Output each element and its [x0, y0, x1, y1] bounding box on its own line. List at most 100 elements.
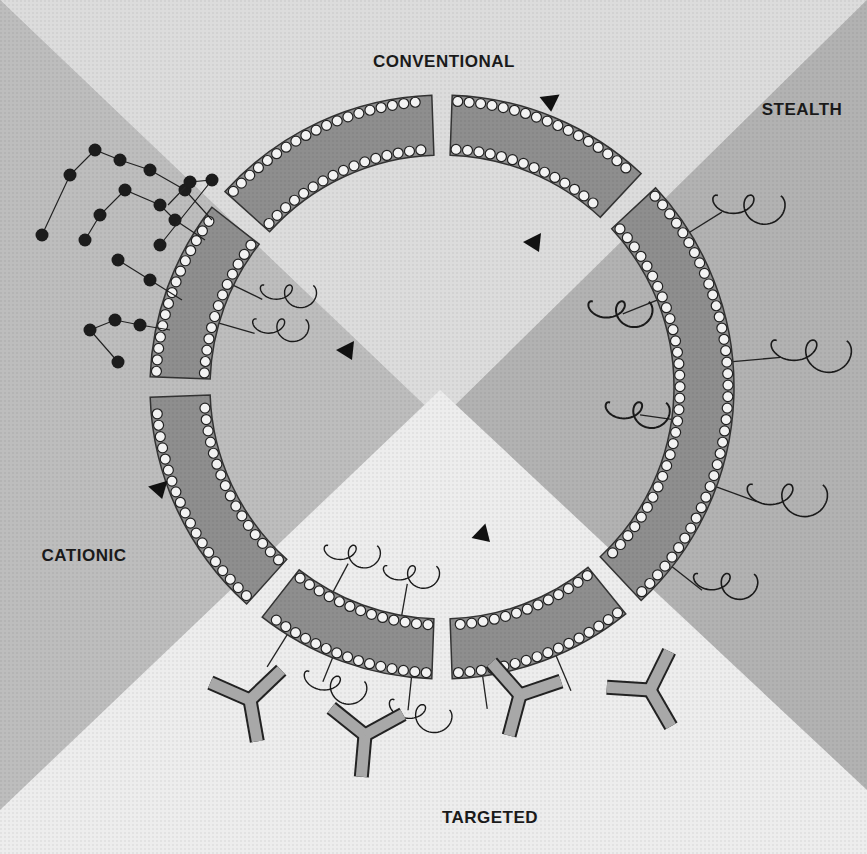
lipid-head	[152, 355, 162, 365]
lipid-head	[474, 147, 484, 157]
lipid-head	[467, 618, 477, 628]
lipid-head	[311, 639, 321, 649]
lipid-head	[615, 540, 625, 550]
cationic-charge	[112, 254, 125, 267]
lipid-head	[630, 522, 640, 532]
lipid-head	[171, 487, 181, 497]
bilayer-segment	[150, 395, 287, 604]
lipid-head	[360, 157, 370, 167]
lipid-head	[186, 246, 196, 256]
lipid-head	[212, 459, 222, 469]
lipid-head	[207, 323, 217, 333]
lipid-head	[180, 508, 190, 518]
tether-line	[333, 564, 348, 592]
lipid-head	[678, 228, 688, 238]
lipid-head	[204, 216, 214, 226]
bilayer-texture	[262, 570, 434, 679]
bilayer-segment	[225, 95, 434, 232]
lipid-head	[160, 454, 170, 464]
lipid-head	[265, 547, 275, 557]
lipid-head	[704, 279, 714, 289]
lipid-head	[203, 426, 213, 436]
lipid-head	[387, 664, 397, 674]
lipid-head	[670, 336, 680, 346]
lipid-head	[389, 615, 399, 625]
cationic-charge	[79, 234, 92, 247]
lipid-head	[642, 261, 652, 271]
lipid-head	[199, 368, 209, 378]
lipid-head	[665, 314, 675, 324]
lipid-head	[642, 502, 652, 512]
lipid-head	[550, 172, 560, 182]
lipid-head	[222, 279, 232, 289]
cationic-charge	[144, 164, 157, 177]
lipid-head	[675, 393, 685, 403]
lipid-head	[622, 233, 632, 243]
lipid-head	[721, 346, 731, 356]
antibody-arm	[520, 672, 561, 704]
lipid-head	[583, 136, 593, 146]
antibody-arm-outline	[329, 708, 367, 735]
lipid-head	[404, 146, 414, 156]
antibody-arm	[250, 700, 257, 741]
lipid-head	[236, 178, 246, 188]
lipid-head	[689, 248, 699, 258]
lipid-head	[615, 224, 625, 234]
antibody	[607, 651, 702, 744]
lipid-head	[650, 191, 660, 201]
lipid-head	[411, 619, 421, 629]
lipid-head	[421, 668, 431, 678]
lipid-head	[272, 210, 282, 220]
lipid-head	[584, 627, 594, 637]
polymer-coil	[713, 195, 785, 224]
lipid-head	[185, 518, 195, 528]
lipid-head	[648, 271, 658, 281]
lipid-head	[356, 606, 366, 616]
antibody	[474, 663, 561, 745]
lipid-head	[200, 403, 210, 413]
lipid-head	[152, 409, 162, 419]
lipid-head	[553, 120, 563, 130]
lipid-head	[476, 99, 486, 109]
lipid-head	[686, 523, 696, 533]
lipid-head	[463, 145, 473, 155]
cationic-charge	[119, 184, 132, 197]
lipid-head	[264, 219, 274, 229]
lipid-head	[721, 415, 731, 425]
lipid-head	[653, 482, 663, 492]
lipid-head	[382, 150, 392, 160]
lipid-head	[262, 156, 272, 166]
lipid-head	[701, 492, 711, 502]
lipid-head	[720, 426, 730, 436]
lipid-head	[393, 148, 403, 158]
cationic-charge	[154, 199, 167, 212]
bilayer-texture	[225, 95, 434, 232]
lipid-head	[239, 249, 249, 259]
lipid-head	[709, 471, 719, 481]
lipid-head	[233, 583, 243, 593]
bilayer-segment	[450, 567, 626, 679]
lipid-head	[246, 240, 256, 250]
lipid-head	[167, 476, 177, 486]
lipid-head	[511, 608, 521, 618]
lipid-head	[271, 615, 281, 625]
lipid-head	[579, 191, 589, 201]
lipid-head	[723, 392, 733, 402]
lipid-head	[582, 571, 592, 581]
lipid-head	[208, 448, 218, 458]
antibody-arm	[361, 735, 365, 777]
lipid-head	[197, 226, 207, 236]
lipid-head	[399, 99, 409, 109]
lipid-head	[612, 156, 622, 166]
lipid-head	[660, 561, 670, 571]
antibody-arm-outline	[607, 669, 650, 708]
lipid-head	[668, 439, 678, 449]
lipid-head	[563, 125, 573, 135]
antibody	[325, 708, 402, 780]
lipid-head	[281, 622, 291, 632]
lipid-head	[202, 345, 212, 355]
lipid-head	[343, 112, 353, 122]
lipid-head	[289, 195, 299, 205]
